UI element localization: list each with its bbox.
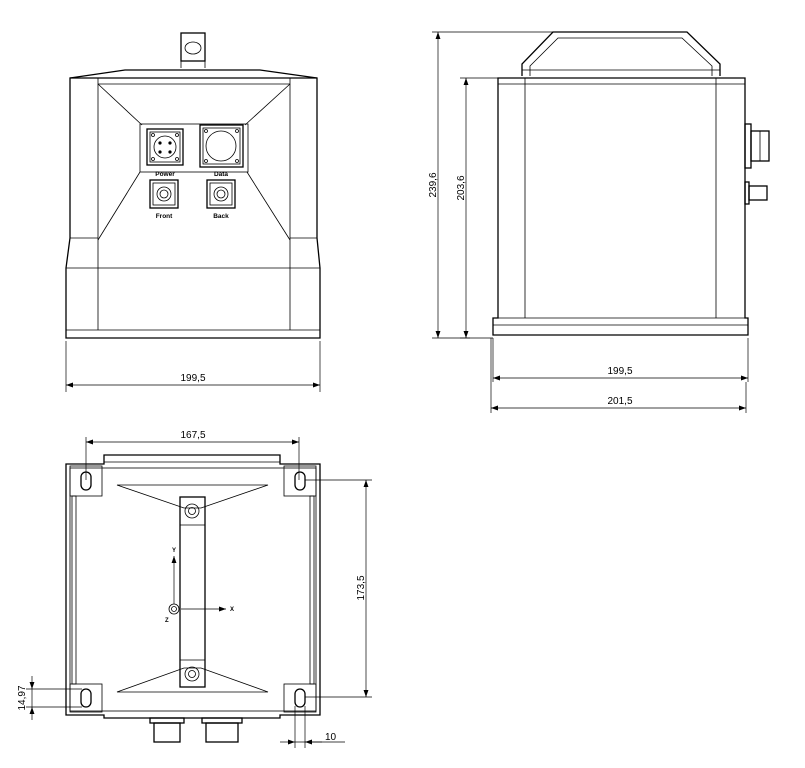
hole-offset-x-value: 10 — [325, 732, 337, 743]
side-connectors — [744, 123, 770, 205]
front-connector — [149, 179, 179, 209]
power-connector — [146, 128, 184, 166]
power-label: Power — [155, 171, 175, 178]
axis-x-label: X — [230, 607, 234, 613]
front-width-dimension: 199,5 — [65, 341, 321, 392]
side-total-width-value: 201,5 — [607, 396, 632, 407]
front-width-value: 199,5 — [180, 373, 205, 384]
bottom-connector-stubs — [149, 717, 243, 743]
axis-z-label: Z — [165, 618, 169, 624]
front-body-outline — [65, 77, 321, 339]
hole-offset-x-dimension: 10 — [280, 706, 345, 748]
side-body-width-value: 199,5 — [607, 366, 632, 377]
hole-spacing-x-value: 167,5 — [180, 430, 205, 441]
axis-y-label: Y — [172, 548, 176, 554]
data-connector — [199, 124, 244, 168]
front-view: Power Data Front Back — [65, 32, 321, 392]
side-body-outline — [492, 77, 749, 336]
data-label: Data — [214, 171, 228, 178]
connector-panel — [139, 123, 249, 173]
mounting-holes — [69, 465, 317, 713]
coordinate-axes: Y X Z — [165, 548, 234, 624]
back-connector — [206, 179, 236, 209]
hole-offset-y-value: 14,97 — [17, 685, 28, 710]
hole-offset-y-dimension: 14,97 — [17, 676, 82, 720]
side-total-height-value: 239,6 — [428, 172, 439, 197]
bottom-view: Y X Z 167,5 173,5 14,97 — [17, 430, 372, 748]
front-handle-tab — [180, 32, 206, 68]
hole-spacing-y-value: 173,5 — [356, 575, 367, 600]
side-total-width-dimension: 201,5 — [490, 338, 747, 413]
side-handle — [521, 31, 721, 76]
central-bracket — [116, 484, 269, 693]
side-view: 239,6 203,6 199,5 201,5 — [428, 31, 770, 413]
bottom-outline — [65, 454, 321, 719]
hole-spacing-x-dimension: 167,5 — [85, 430, 300, 480]
hole-spacing-y-dimension: 173,5 — [305, 479, 372, 698]
front-label: Front — [156, 213, 173, 220]
front-inner-frame — [70, 77, 317, 330]
side-body-height-dimension: 203,6 — [456, 77, 498, 339]
back-label: Back — [213, 213, 229, 220]
front-roof — [69, 69, 318, 79]
side-body-width-dimension: 199,5 — [492, 338, 749, 382]
side-body-height-value: 203,6 — [456, 175, 467, 200]
